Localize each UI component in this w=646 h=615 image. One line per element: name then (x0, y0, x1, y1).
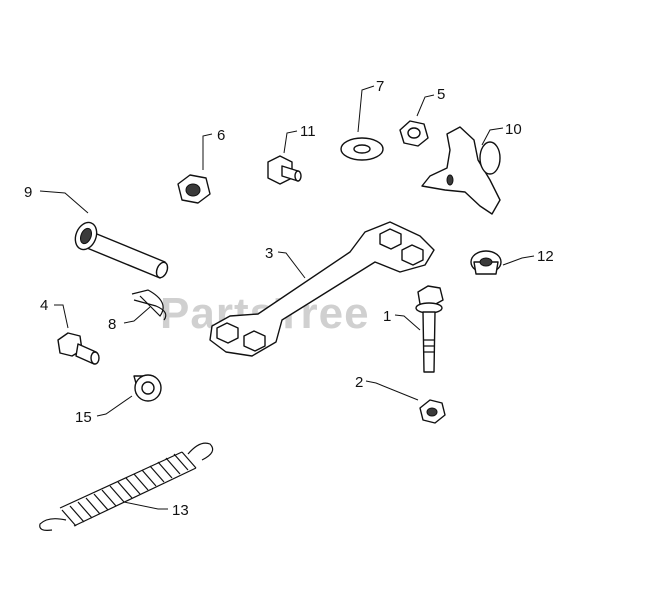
callout-1: 1 (383, 308, 391, 325)
hex-lock-nut[interactable] (177, 174, 211, 204)
leader-10 (481, 127, 504, 146)
callout-8: 8 (108, 316, 116, 333)
bushing[interactable] (470, 250, 502, 275)
leader-9 (39, 190, 89, 214)
flange-bolt[interactable] (415, 285, 444, 373)
leader-7 (357, 85, 375, 133)
callout-2: 2 (355, 374, 363, 391)
extension-spring[interactable] (39, 442, 214, 531)
lock-nut-small[interactable] (419, 399, 446, 424)
flange-nut[interactable] (399, 120, 429, 147)
callout-15: 15 (75, 409, 92, 426)
leader-2 (365, 380, 419, 401)
callout-10: 10 (505, 121, 522, 138)
callout-7: 7 (376, 78, 384, 95)
clevis-pin[interactable] (71, 219, 169, 279)
leader-5 (416, 94, 435, 117)
wrench-bar[interactable] (209, 221, 435, 357)
leader-15 (96, 395, 133, 417)
callout-9: 9 (24, 184, 32, 201)
leader-4 (54, 304, 69, 329)
shoulder-bolt[interactable] (57, 332, 100, 365)
callout-11: 11 (300, 123, 316, 140)
leader-6 (202, 133, 213, 170)
carriage-bolt[interactable] (267, 155, 302, 185)
leader-8 (123, 306, 151, 324)
callout-12: 12 (537, 248, 554, 265)
callout-4: 4 (40, 297, 48, 314)
hairpin-clip[interactable] (131, 289, 167, 321)
callout-3: 3 (265, 245, 273, 262)
flat-washer[interactable] (340, 137, 384, 161)
callout-5: 5 (437, 86, 445, 103)
leader-11 (283, 130, 298, 154)
leader-1 (394, 314, 421, 331)
leader-12 (502, 255, 535, 266)
callout-6: 6 (217, 127, 225, 144)
spacer[interactable] (133, 374, 162, 402)
callout-13: 13 (172, 502, 189, 519)
wing-knob[interactable] (421, 126, 501, 215)
leader-13 (123, 501, 168, 510)
leader-3 (277, 251, 306, 279)
